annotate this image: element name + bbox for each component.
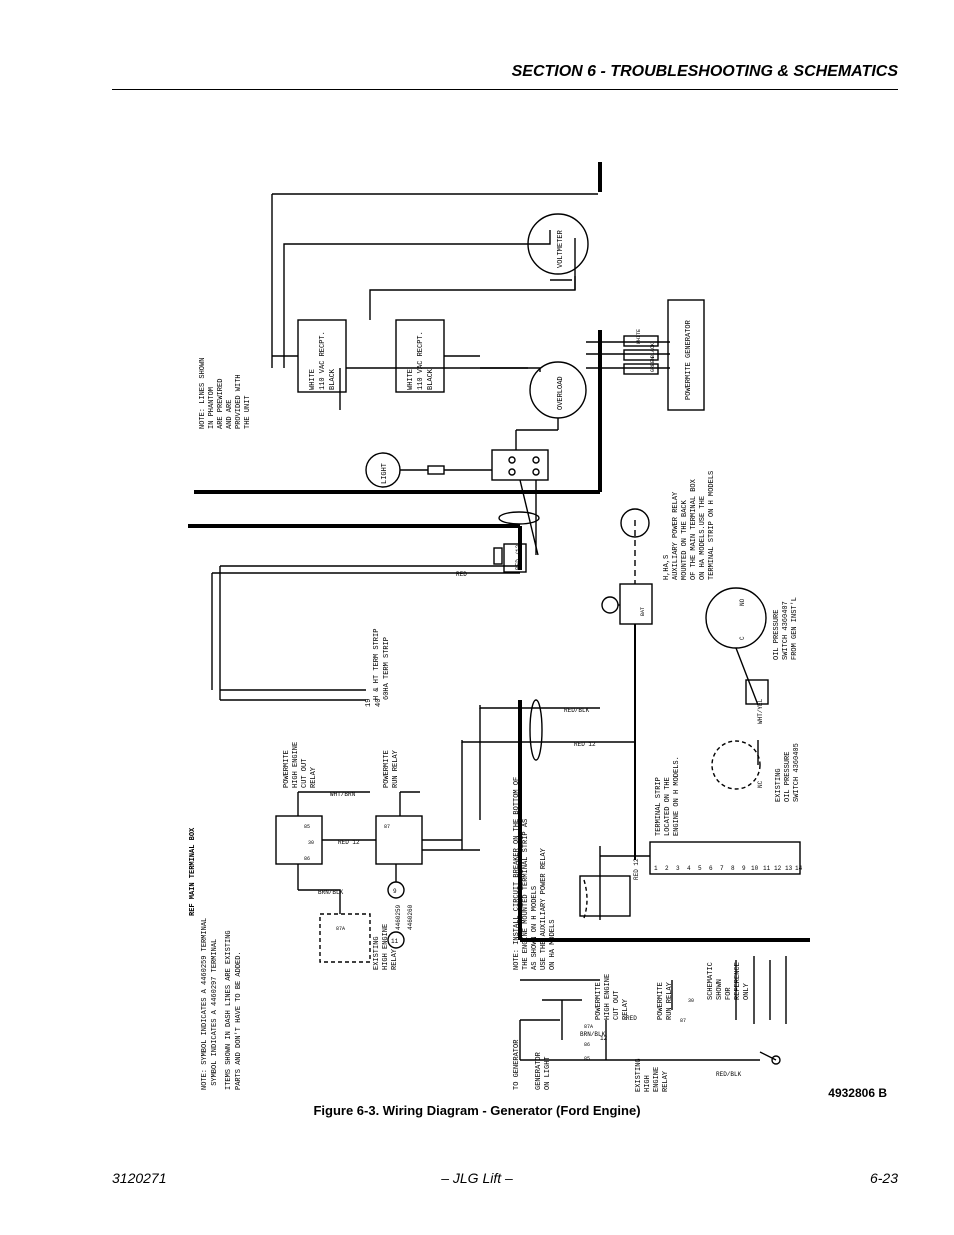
strip-terminal: 13	[785, 865, 793, 872]
terminal-40: 40	[375, 699, 383, 707]
pin-30: 30	[308, 840, 314, 846]
terminal-11: 11	[391, 938, 399, 945]
schematic-pin-87a: 87A	[584, 1024, 593, 1030]
strip-terminal: 11	[763, 865, 771, 872]
symbol-note: NOTE: SYMBOL INDICATES A 4460259 TERMINA…	[201, 918, 219, 1090]
strip-terminal: 12	[774, 865, 782, 872]
strip-terminal: 7	[720, 865, 724, 872]
strip-terminal-numbers: 1 2 3 4 5 6 7 8 9 10 11 12 13 14	[654, 865, 803, 872]
schematic-relay-run-label: POWERMITERUN RELAY	[657, 981, 674, 1020]
pin-85: 85	[304, 824, 310, 830]
gen-on-light-label: GENERATORON LIGHT	[535, 1051, 552, 1090]
nc-contact-label: NC	[757, 780, 764, 788]
schematic-reference-note: SCHEMATICSHOWNFORREFERENCEONLY	[707, 962, 751, 1000]
wire-black-label: BLACK	[650, 343, 656, 358]
powermite-generator-label: POWERMITE GENERATOR	[685, 319, 693, 400]
pin-87: 87	[384, 824, 390, 830]
wire-wht-brn-label: WHT/BRN	[330, 791, 356, 798]
part-4460260: 4460260	[407, 904, 414, 930]
overload-label: OVERLOAD	[557, 376, 565, 410]
wire-red-12b-label: RED 12	[574, 741, 596, 748]
wiring-diagram-canvas: NOTE: LINES SHOWNIN PHANTOMARE PREWIREDA…	[188, 162, 810, 1092]
pin-87a: 87A	[336, 926, 345, 932]
schematic-existing-relay-label: EXISTINGHIGHENGINERELAY	[635, 1058, 670, 1092]
strip-location-note: TERMINAL STRIPLOCATED ON THEENGINE ON H …	[655, 756, 681, 836]
publisher: – JLG Lift –	[441, 1170, 513, 1186]
ref-box-label: REF MAIN TERMINAL BOX	[189, 827, 197, 916]
strip-terminal: 3	[676, 865, 680, 872]
note-phantom: NOTE: LINES SHOWNIN PHANTOMARE PREWIREDA…	[199, 358, 252, 429]
strip-terminal: 2	[665, 865, 669, 872]
no-contact-label: NO	[739, 598, 746, 606]
strip-terminal: 10	[751, 865, 759, 872]
wire-green-label: GREEN	[650, 357, 656, 372]
terminal-9: 9	[393, 888, 397, 895]
doc-number: 3120271	[112, 1170, 167, 1186]
red-12-wire-label: RED 12	[633, 858, 640, 880]
part-4460259: 4460259	[395, 904, 402, 930]
strip-terminal: 9	[742, 865, 746, 872]
figure-caption: Figure 6-3. Wiring Diagram - Generator (…	[313, 1103, 641, 1118]
strip-terminal: 5	[698, 865, 702, 872]
schematic-12-label: 12	[600, 1035, 608, 1042]
bat-label: BAT	[640, 607, 646, 616]
terminal-19: 19	[365, 699, 373, 707]
existing-relay-label: EXISTINGHIGH ENGINERELAY	[373, 924, 399, 970]
strip-terminal: 4	[687, 865, 691, 872]
voltmeter-label: VOLTMETER	[557, 229, 565, 268]
strip-terminal: 1	[654, 865, 658, 872]
wiring-diagram: NOTE: LINES SHOWNIN PHANTOMARE PREWIREDA…	[180, 140, 816, 1098]
page-number: 6-23	[869, 1170, 898, 1186]
oil-switch-existing-label: EXISTINGOIL PRESSURESWITCH 4360405	[775, 743, 801, 802]
drawing-number: 4932806 B	[828, 1086, 887, 1100]
relay-run-label: POWERMITERUN RELAY	[383, 749, 400, 788]
schematic-brn-blk-label: BRN/BLK	[580, 1031, 606, 1038]
relay-hecut-label: POWERMITEHIGH ENGINECUT OUTRELAY	[283, 742, 318, 788]
strip-terminal: 14	[795, 865, 803, 872]
wire-white-label: WHITE	[636, 329, 642, 344]
section-title: SECTION 6 - TROUBLESHOOTING & SCHEMATICS	[511, 63, 898, 80]
wire-red-label: RED	[456, 571, 467, 578]
schematic-pin-86: 86	[584, 1042, 590, 1048]
wire-red-12c-label: RED 12	[338, 839, 360, 846]
wire-wht-yel-label: WHT/YEL	[757, 698, 764, 724]
strip-terminal: 6	[709, 865, 713, 872]
schematic-red-blk-label: RED/BLK	[716, 1071, 742, 1078]
wire-red-12-label: RED /12	[515, 544, 522, 570]
aux-relay-note: H,HA,SAUXILIARY POWER RELAYMOUNTED ON TH…	[663, 471, 716, 580]
oil-switch-new-label: OIL PRESSURESWITCH 4360407FROM GEN INST'…	[773, 597, 799, 660]
pin-86: 86	[304, 856, 310, 862]
wire-brn-blk-label: BRN/BLK	[318, 889, 344, 896]
c-contact-label: C	[739, 636, 746, 640]
schematic-pin-30: 30	[688, 998, 694, 1004]
schematic-relay-hecut-label: POWERMITEHIGH ENGINECUT OUTRELAY	[595, 974, 630, 1020]
schematic-pin-85: 85	[584, 1056, 590, 1062]
light-label: LIGHT	[381, 463, 389, 484]
strip-terminal: 8	[731, 865, 735, 872]
circuit-breaker-note: NOTE: INSTALL CIRCUIT BREAKER ON THE BOT…	[513, 777, 557, 970]
header-divider	[112, 89, 898, 90]
to-generator-label: TO GENERATOR	[513, 1039, 521, 1090]
wire-red-blk-label: RED/BLK	[564, 707, 590, 714]
schematic-pin-87: 87	[680, 1018, 686, 1024]
schematic-red-label: RED	[626, 1015, 637, 1022]
